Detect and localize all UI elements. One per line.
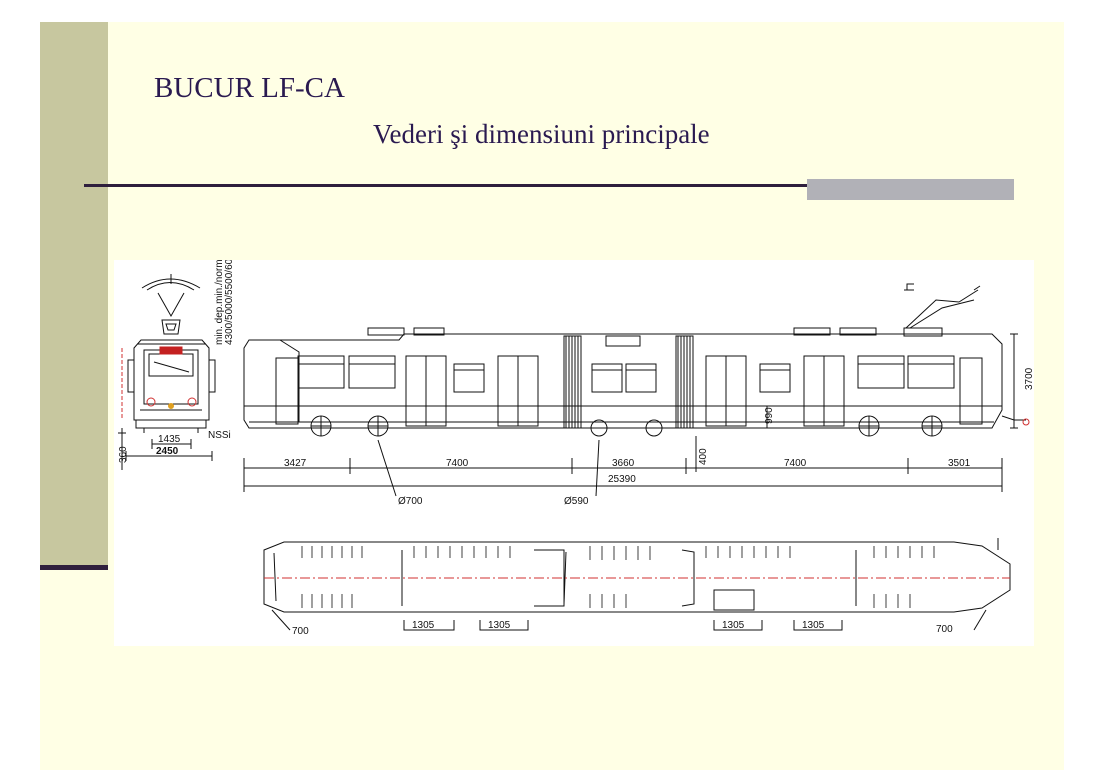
segment-dim-3: 3660 [612,458,635,469]
door-dim-1: 1305 [412,620,435,631]
destination-sign [159,346,183,355]
articulation-bellows-1 [563,335,582,429]
plan-view [263,538,1011,631]
door-dim-3: 1305 [722,620,745,631]
side-view [243,283,1030,497]
floor-dim: 990 [764,407,775,424]
wheels [310,415,943,437]
end-dim-left: 700 [292,626,309,637]
title-rule-block [807,179,1014,200]
front-body [133,339,210,421]
door-dim-2: 1305 [488,620,511,631]
slide-subtitle: Vederi şi dimensiuni principale [373,119,710,149]
end-dim-right: 700 [936,624,953,635]
step-dim: 400 [698,448,709,465]
tram-technical-drawing: min. dep.min./normal/max. depou = 4300/5… [114,260,1034,646]
segment-dim-4: 7400 [784,458,807,469]
slide-title: BUCUR LF-CA [154,72,345,104]
wheel-trailer-dim: Ø590 [564,496,589,507]
articulation-bellows-2 [675,335,694,429]
gauge-dim: 1435 [158,434,181,445]
segment-dim-5: 3501 [948,458,971,469]
pantograph-note: min. dep.min./normal/max. depou = [214,260,225,345]
width-dim: 2450 [156,446,179,457]
total-length-dim: 25390 [608,474,636,485]
title-rule [84,184,1014,187]
seat-rows [301,546,935,608]
front-label: NSSi [208,430,231,441]
wheel-motor-dim: Ø700 [398,496,423,507]
height-dim: 3700 [1024,367,1034,390]
segment-dim-2: 7400 [446,458,469,469]
front-view [118,274,216,470]
plan-outline [263,541,1011,613]
floor-height-dim: 360 [118,446,129,463]
side-doors [275,355,983,427]
segment-dim-1: 3427 [284,458,307,469]
pantograph-values: 4300/5000/5500/6000/6300 [224,260,235,345]
car-body [243,333,1003,429]
door-dim-4: 1305 [802,620,825,631]
side-pantograph [905,289,979,329]
side-accent-bar [40,22,108,568]
side-accent-foot [40,565,108,570]
